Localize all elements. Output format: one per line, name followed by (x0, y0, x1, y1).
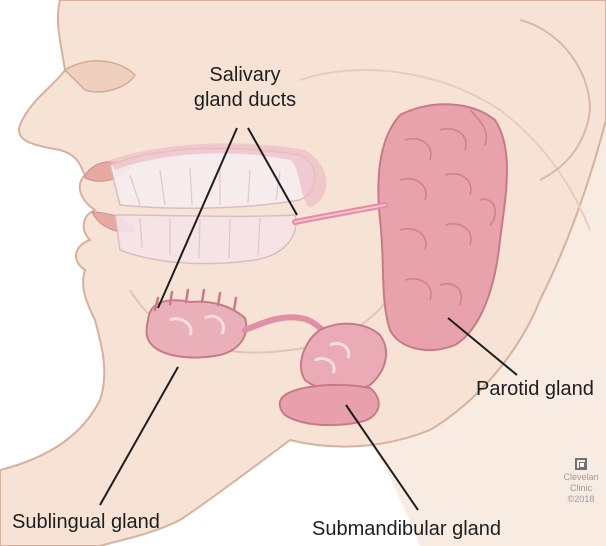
parotid-gland-label: Parotid gland (476, 377, 594, 402)
watermark-line2: Clinic (556, 483, 606, 494)
watermark-line3: ©2018 (556, 494, 606, 505)
cleveland-clinic-watermark: Clevelan Clinic ©2018 (556, 458, 606, 504)
sublingual-gland-label: Sublingual gland (12, 510, 160, 535)
submandibular-gland-label: Submandibular gland (312, 517, 501, 542)
lower-teeth (115, 215, 296, 264)
ducts-label-line2: gland ducts (181, 88, 309, 113)
watermark-line1: Clevelan (556, 472, 606, 483)
salivary-gland-ducts-label: Salivary gland ducts (181, 63, 309, 113)
cleveland-clinic-logo-icon (575, 458, 587, 470)
ducts-label-line1: Salivary (181, 63, 309, 88)
